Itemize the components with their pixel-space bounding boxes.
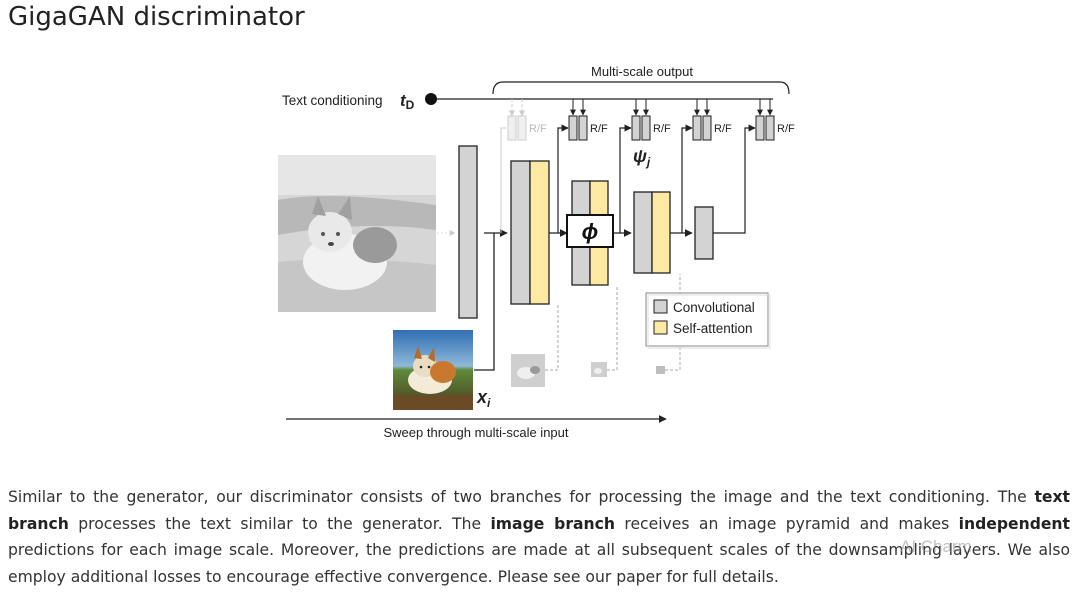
watermark: AI Charm bbox=[900, 537, 972, 556]
input-path bbox=[474, 233, 495, 371]
multi-scale-output-brace: Multi-scale output bbox=[492, 64, 790, 95]
color-input-image bbox=[393, 330, 473, 410]
rf-head-3: R/F bbox=[692, 99, 732, 141]
rf-head-2: R/F bbox=[631, 99, 671, 141]
independent-term: independent bbox=[958, 514, 1070, 533]
grayscale-input-image bbox=[278, 155, 436, 312]
rf-label: R/F bbox=[590, 123, 608, 135]
phi-symbol: ϕ bbox=[582, 219, 599, 244]
rf-label: R/F bbox=[714, 123, 732, 135]
rf-label: R/F bbox=[653, 123, 671, 135]
conv-attention-block-4 bbox=[633, 191, 671, 274]
text-conditioning-symbol: tD bbox=[400, 91, 415, 112]
conv-attention-block-2 bbox=[510, 160, 550, 305]
legend-label-self-attention: Self-attention bbox=[673, 321, 753, 336]
legend-swatch-convolutional bbox=[653, 299, 668, 314]
legend: Convolutional Self-attention bbox=[645, 292, 771, 349]
gigagan-discriminator-diagram: Multi-scale output Text conditioning tD … bbox=[278, 64, 795, 440]
image-branch-term: image branch bbox=[490, 514, 615, 533]
sweep-label: Sweep through multi-scale input bbox=[384, 425, 569, 440]
rf-label: R/F bbox=[777, 123, 795, 135]
text-conditioning-label: Text conditioning bbox=[282, 93, 383, 108]
rf-head-4: R/F bbox=[755, 99, 795, 141]
legend-swatch-self-attention bbox=[653, 320, 668, 335]
rf-head-0: R/F bbox=[507, 99, 547, 141]
rf-label: R/F bbox=[529, 123, 547, 135]
pyramid-thumbnail-3 bbox=[656, 366, 665, 374]
text-conditioning: Text conditioning tD bbox=[282, 91, 773, 112]
legend-label-convolutional: Convolutional bbox=[673, 300, 755, 315]
text-branch-term: text branch bbox=[8, 488, 1070, 533]
pyramid-thumbnail-2 bbox=[591, 362, 607, 377]
caption-paragraph: Similar to the generator, our discrimina… bbox=[8, 488, 1070, 586]
text-conditioning-dot bbox=[425, 93, 437, 105]
pyramid-thumbnail-1 bbox=[511, 354, 545, 387]
multi-scale-output-label: Multi-scale output bbox=[591, 64, 693, 79]
phi-box: ϕ bbox=[566, 214, 614, 248]
page-title: GigaGAN discriminator bbox=[8, 2, 305, 32]
conv-block-1 bbox=[458, 145, 478, 319]
rf-head-1: R/F bbox=[568, 99, 608, 141]
conv-block-5 bbox=[694, 206, 714, 260]
psi-symbol: ψj bbox=[633, 146, 651, 169]
input-symbol: xi bbox=[476, 387, 491, 410]
